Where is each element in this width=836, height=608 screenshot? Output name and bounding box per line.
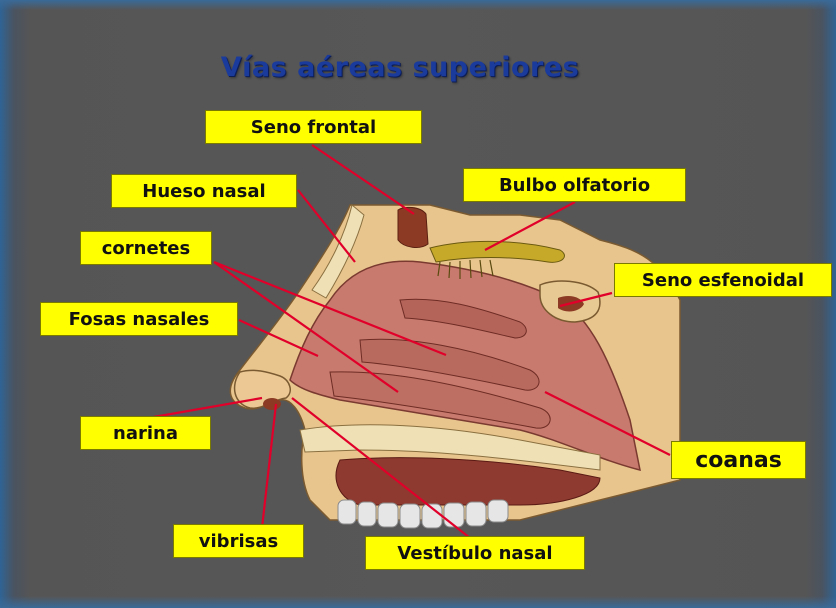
slide-title: Vías aéreas superiores <box>200 52 600 83</box>
label-cornetes: cornetes <box>80 231 212 265</box>
label-coanas: coanas <box>671 441 806 479</box>
label-hueso-nasal: Hueso nasal <box>111 174 297 208</box>
nose-tip <box>235 370 291 408</box>
label-fosas-nasales: Fosas nasales <box>40 302 238 336</box>
label-seno-frontal: Seno frontal <box>205 110 422 144</box>
label-vestibulo-nasal: Vestíbulo nasal <box>365 536 585 570</box>
label-seno-esfenoidal: Seno esfenoidal <box>614 263 832 297</box>
label-vibrisas: vibrisas <box>173 524 304 558</box>
nostril-opening <box>263 398 281 410</box>
pointer-seno-frontal <box>312 145 414 214</box>
label-bulbo-olfatorio: Bulbo olfatorio <box>463 168 686 202</box>
pointer-vibrisas <box>262 404 276 528</box>
label-narina: narina <box>80 416 211 450</box>
